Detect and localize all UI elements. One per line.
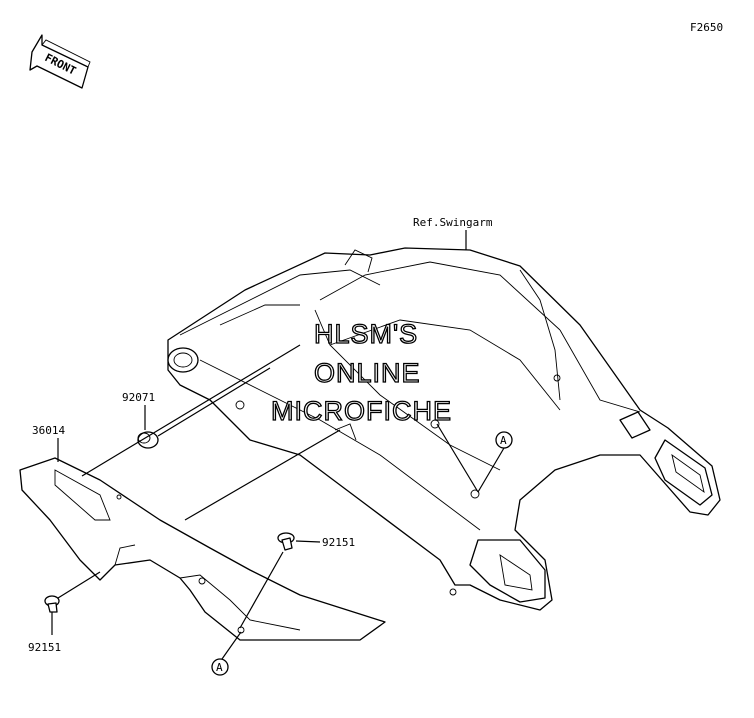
diagram-code: F2650 (690, 21, 723, 34)
front-arrow-icon: FRONT (29, 34, 91, 89)
swingarm (167, 247, 721, 611)
part-label-92071: 92071 (122, 391, 155, 404)
reference-label: Ref.Swingarm (413, 216, 493, 229)
callout-a-upper: A (436, 423, 513, 493)
svg-text:ONLINE: ONLINE (314, 358, 421, 388)
part-label-92151-upper: 92151 (322, 536, 355, 549)
svg-text:MICROFICHE: MICROFICHE (271, 396, 452, 426)
svg-text:A: A (216, 661, 223, 674)
watermark: HLSM'S ONLINE MICROFICHE (270, 318, 452, 426)
grommet-part (137, 431, 159, 449)
part-label-36014: 36014 (32, 424, 65, 437)
chain-cover-part (19, 457, 386, 641)
callout-a-lower: A (211, 631, 242, 676)
bolt-upper-part (277, 532, 295, 551)
bolt-lower-part (44, 595, 60, 613)
part-label-92151-lower: 92151 (28, 641, 61, 654)
svg-text:A: A (500, 434, 507, 447)
svg-text:HLSM'S: HLSM'S (314, 319, 418, 349)
